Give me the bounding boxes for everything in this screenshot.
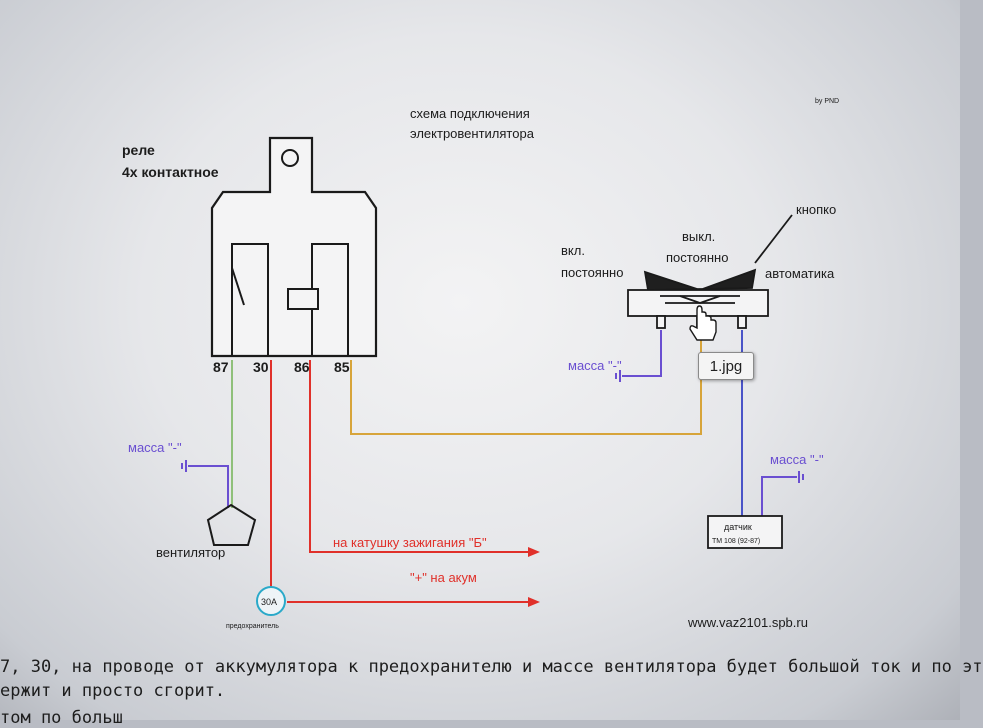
switch-label-on-line2: постоянно: [561, 265, 623, 280]
relay-pin-30: 30: [253, 359, 269, 375]
photo-background: [0, 0, 960, 720]
wiring-diagram: схема подключения электровентилятора by …: [122, 98, 839, 630]
fuse-icon: [256, 586, 286, 616]
sensor-ground-icon: [761, 471, 804, 516]
switch-label-button: кнопко: [796, 202, 836, 217]
website-label: www.vaz2101.spb.ru: [687, 615, 808, 630]
switch-ground-icon: [615, 330, 662, 382]
relay-pin-86: 86: [294, 359, 310, 375]
page-text-line2: ержит и просто сгорит.: [0, 681, 226, 701]
relay-title-line2: 4х контактное: [122, 164, 219, 180]
fan-icon: [206, 503, 257, 546]
relay-title-line1: реле: [122, 142, 155, 158]
switch-label-off-line1: выкл.: [682, 229, 715, 244]
wire-85-switch: [350, 330, 702, 435]
ignition-wire-label: на катушку зажигания "Б": [333, 535, 487, 550]
fuse-value: 30А: [261, 597, 277, 607]
switch-label-on-line1: вкл.: [561, 243, 585, 258]
switch-label-auto: автоматика: [765, 266, 835, 281]
ground-label-sensor: масса "-": [770, 452, 824, 467]
file-tooltip: 1.jpg: [698, 352, 754, 380]
fan-label: вентилятор: [156, 545, 225, 560]
sensor-name: датчик: [724, 522, 752, 532]
ground-label-fan: масса "-": [128, 440, 182, 455]
sensor-box: [707, 515, 783, 549]
arrow-ignition: [528, 547, 540, 557]
page-text-line1: 7, 30, на проводе от аккумулятора к пред…: [0, 657, 983, 677]
relay: [210, 136, 378, 358]
ground-label-switch: масса "-": [568, 358, 622, 373]
author-label: by PND: [815, 98, 839, 105]
battery-wire-label: "+" на акум: [410, 570, 477, 585]
hand-cursor-icon: [689, 305, 717, 341]
button-pointer-line: [754, 214, 793, 264]
sensor-model: ТМ 108 (92-87): [712, 538, 760, 545]
relay-pin-85: 85: [334, 359, 350, 375]
diagram-title-line1: схема подключения: [410, 106, 530, 121]
wire-86-ignition: [309, 360, 530, 553]
arrow-battery: [528, 597, 540, 607]
fan-ground-icon: [181, 460, 229, 508]
relay-pin-87: 87: [213, 359, 229, 375]
fuse-label: предохранитель: [226, 623, 279, 630]
page-text-line3: том по больш: [0, 708, 123, 728]
diagram-title-line2: электровентилятора: [410, 126, 535, 141]
switch-label-off-line2: постоянно: [666, 250, 728, 265]
